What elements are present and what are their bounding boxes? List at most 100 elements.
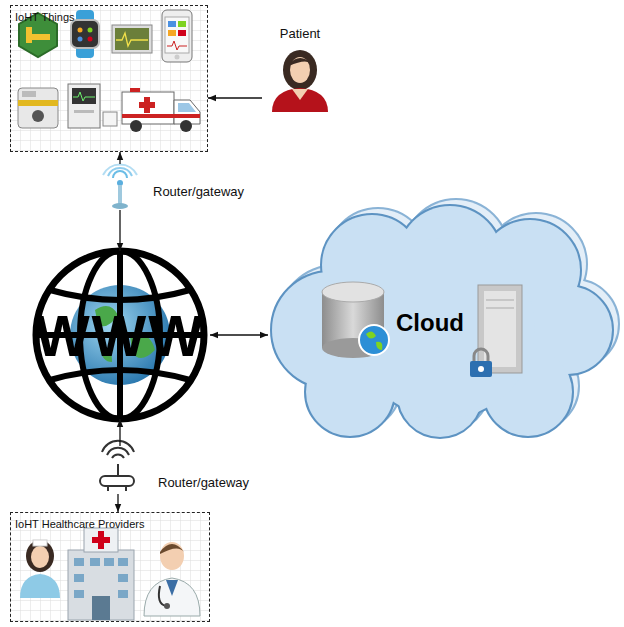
database-icon — [322, 282, 389, 358]
group-grid-part — [10, 5, 208, 152]
patient-icon — [272, 50, 328, 112]
hospital-icon-part — [74, 574, 84, 582]
phone-icon — [162, 10, 192, 62]
group-grid — [10, 5, 210, 622]
cloud-shape-part — [272, 206, 612, 437]
cloud-shape-part-part — [355, 238, 535, 418]
connector — [210, 334, 268, 335]
hospital-icon-part — [118, 558, 128, 566]
phone-icon-part — [168, 21, 176, 27]
connector — [208, 97, 262, 98]
doctor-icon-part — [160, 542, 184, 570]
smartwatch-icon-part — [78, 28, 83, 33]
patient-icon-part — [292, 89, 308, 100]
hospital-icon-part — [68, 550, 134, 620]
connector — [119, 152, 120, 164]
bedside-monitor-icon — [68, 84, 117, 128]
server-icon-part — [486, 308, 514, 309]
phone-icon-part — [178, 30, 186, 36]
cloud-shape-part — [272, 206, 612, 437]
doctor-icon-part — [144, 578, 200, 616]
patient-icon-part — [272, 88, 328, 112]
hospital-icon-part — [92, 596, 110, 620]
server-icon-part — [470, 361, 492, 377]
hospital-icon-part — [74, 590, 84, 598]
phone-icon-part — [165, 17, 189, 53]
smartwatch-icon — [71, 10, 99, 58]
node-label: Router/gateway — [153, 184, 244, 199]
database-icon-part — [359, 325, 389, 355]
bedside-monitor-icon-part — [72, 88, 96, 104]
router-antenna-icon — [103, 164, 137, 209]
ambulance-icon-part — [122, 114, 200, 118]
database-icon-part — [366, 331, 382, 350]
hospital-icon-part — [84, 528, 118, 552]
nurse-icon-part — [20, 574, 60, 598]
doctor-icon-part — [166, 580, 178, 596]
node-label: Router/gateway — [158, 475, 249, 490]
doctor-icon-part — [159, 586, 166, 606]
router-node: Router/gateway — [100, 164, 140, 210]
router-node: Router/gateway — [96, 446, 140, 494]
smartwatch-icon-part — [78, 37, 83, 42]
connector — [119, 419, 120, 446]
router-antenna-icon-part — [108, 168, 132, 176]
scanner-icon — [18, 88, 58, 128]
group-grid-part — [10, 512, 210, 622]
server-icon-part — [474, 349, 488, 362]
router-antenna-icon-part — [118, 185, 122, 205]
nurse-icon-part — [31, 546, 49, 568]
bedside-monitor-icon-part — [68, 84, 100, 128]
router-antenna-icon-part — [112, 203, 128, 209]
scanner-icon-part — [18, 100, 58, 106]
hospital-icon-part — [104, 558, 114, 566]
server-icon-part — [478, 366, 484, 372]
phone-icon-part — [178, 21, 186, 27]
cloud-shape-part-part — [355, 238, 535, 418]
server-icon-part — [478, 285, 522, 373]
scanner-icon-part — [32, 110, 44, 122]
bed-icon-part — [26, 27, 32, 43]
smartwatch-icon-part — [88, 37, 93, 42]
router-icon — [100, 441, 134, 491]
node-label: Patient — [262, 26, 338, 41]
router-icon-part — [117, 464, 119, 476]
phone-icon-part — [162, 10, 192, 62]
device-group-box: IoHT Things — [10, 5, 208, 152]
cloud-shape — [272, 200, 618, 437]
doctor-icon-part — [164, 603, 170, 609]
patient-icon-part — [283, 50, 317, 90]
ambulance-icon-part — [130, 120, 142, 132]
hospital-icon-part — [118, 574, 128, 582]
connector — [119, 210, 120, 251]
router-icon-part — [100, 476, 134, 486]
router-icon-part — [102, 441, 134, 452]
server-icon-part — [486, 300, 514, 301]
router-icon-part — [107, 448, 129, 455]
bedside-monitor-icon-part — [73, 92, 95, 101]
provider-group-box: IoHT Healthcare Providers — [10, 512, 210, 622]
phone-icon-part — [167, 41, 187, 50]
bedside-monitor-icon-part — [74, 110, 94, 113]
phone-icon-part — [175, 55, 180, 60]
hospital-icon-part — [92, 537, 110, 543]
hospital-icon-part — [90, 558, 100, 566]
router-icon-part — [112, 455, 124, 458]
internet-globe: WWW — [30, 251, 210, 419]
router-antenna-icon-part — [113, 171, 127, 178]
connector — [117, 494, 118, 512]
monitor-icon-part — [116, 33, 148, 46]
patient-icon-part — [289, 58, 312, 66]
node-label: Cloud — [396, 309, 464, 337]
bedside-monitor-icon-part — [103, 112, 117, 126]
monitor-icon-part — [115, 28, 149, 50]
nurse-icon-part — [33, 540, 47, 546]
ambulance-icon-part — [178, 103, 196, 112]
router-icon-part — [125, 486, 127, 491]
ambulance-icon-part — [130, 88, 140, 92]
scanner-icon-part — [22, 91, 36, 97]
phone-icon-part — [168, 30, 176, 36]
ambulance-icon-part — [139, 102, 155, 108]
node-label: WWW — [35, 302, 205, 369]
